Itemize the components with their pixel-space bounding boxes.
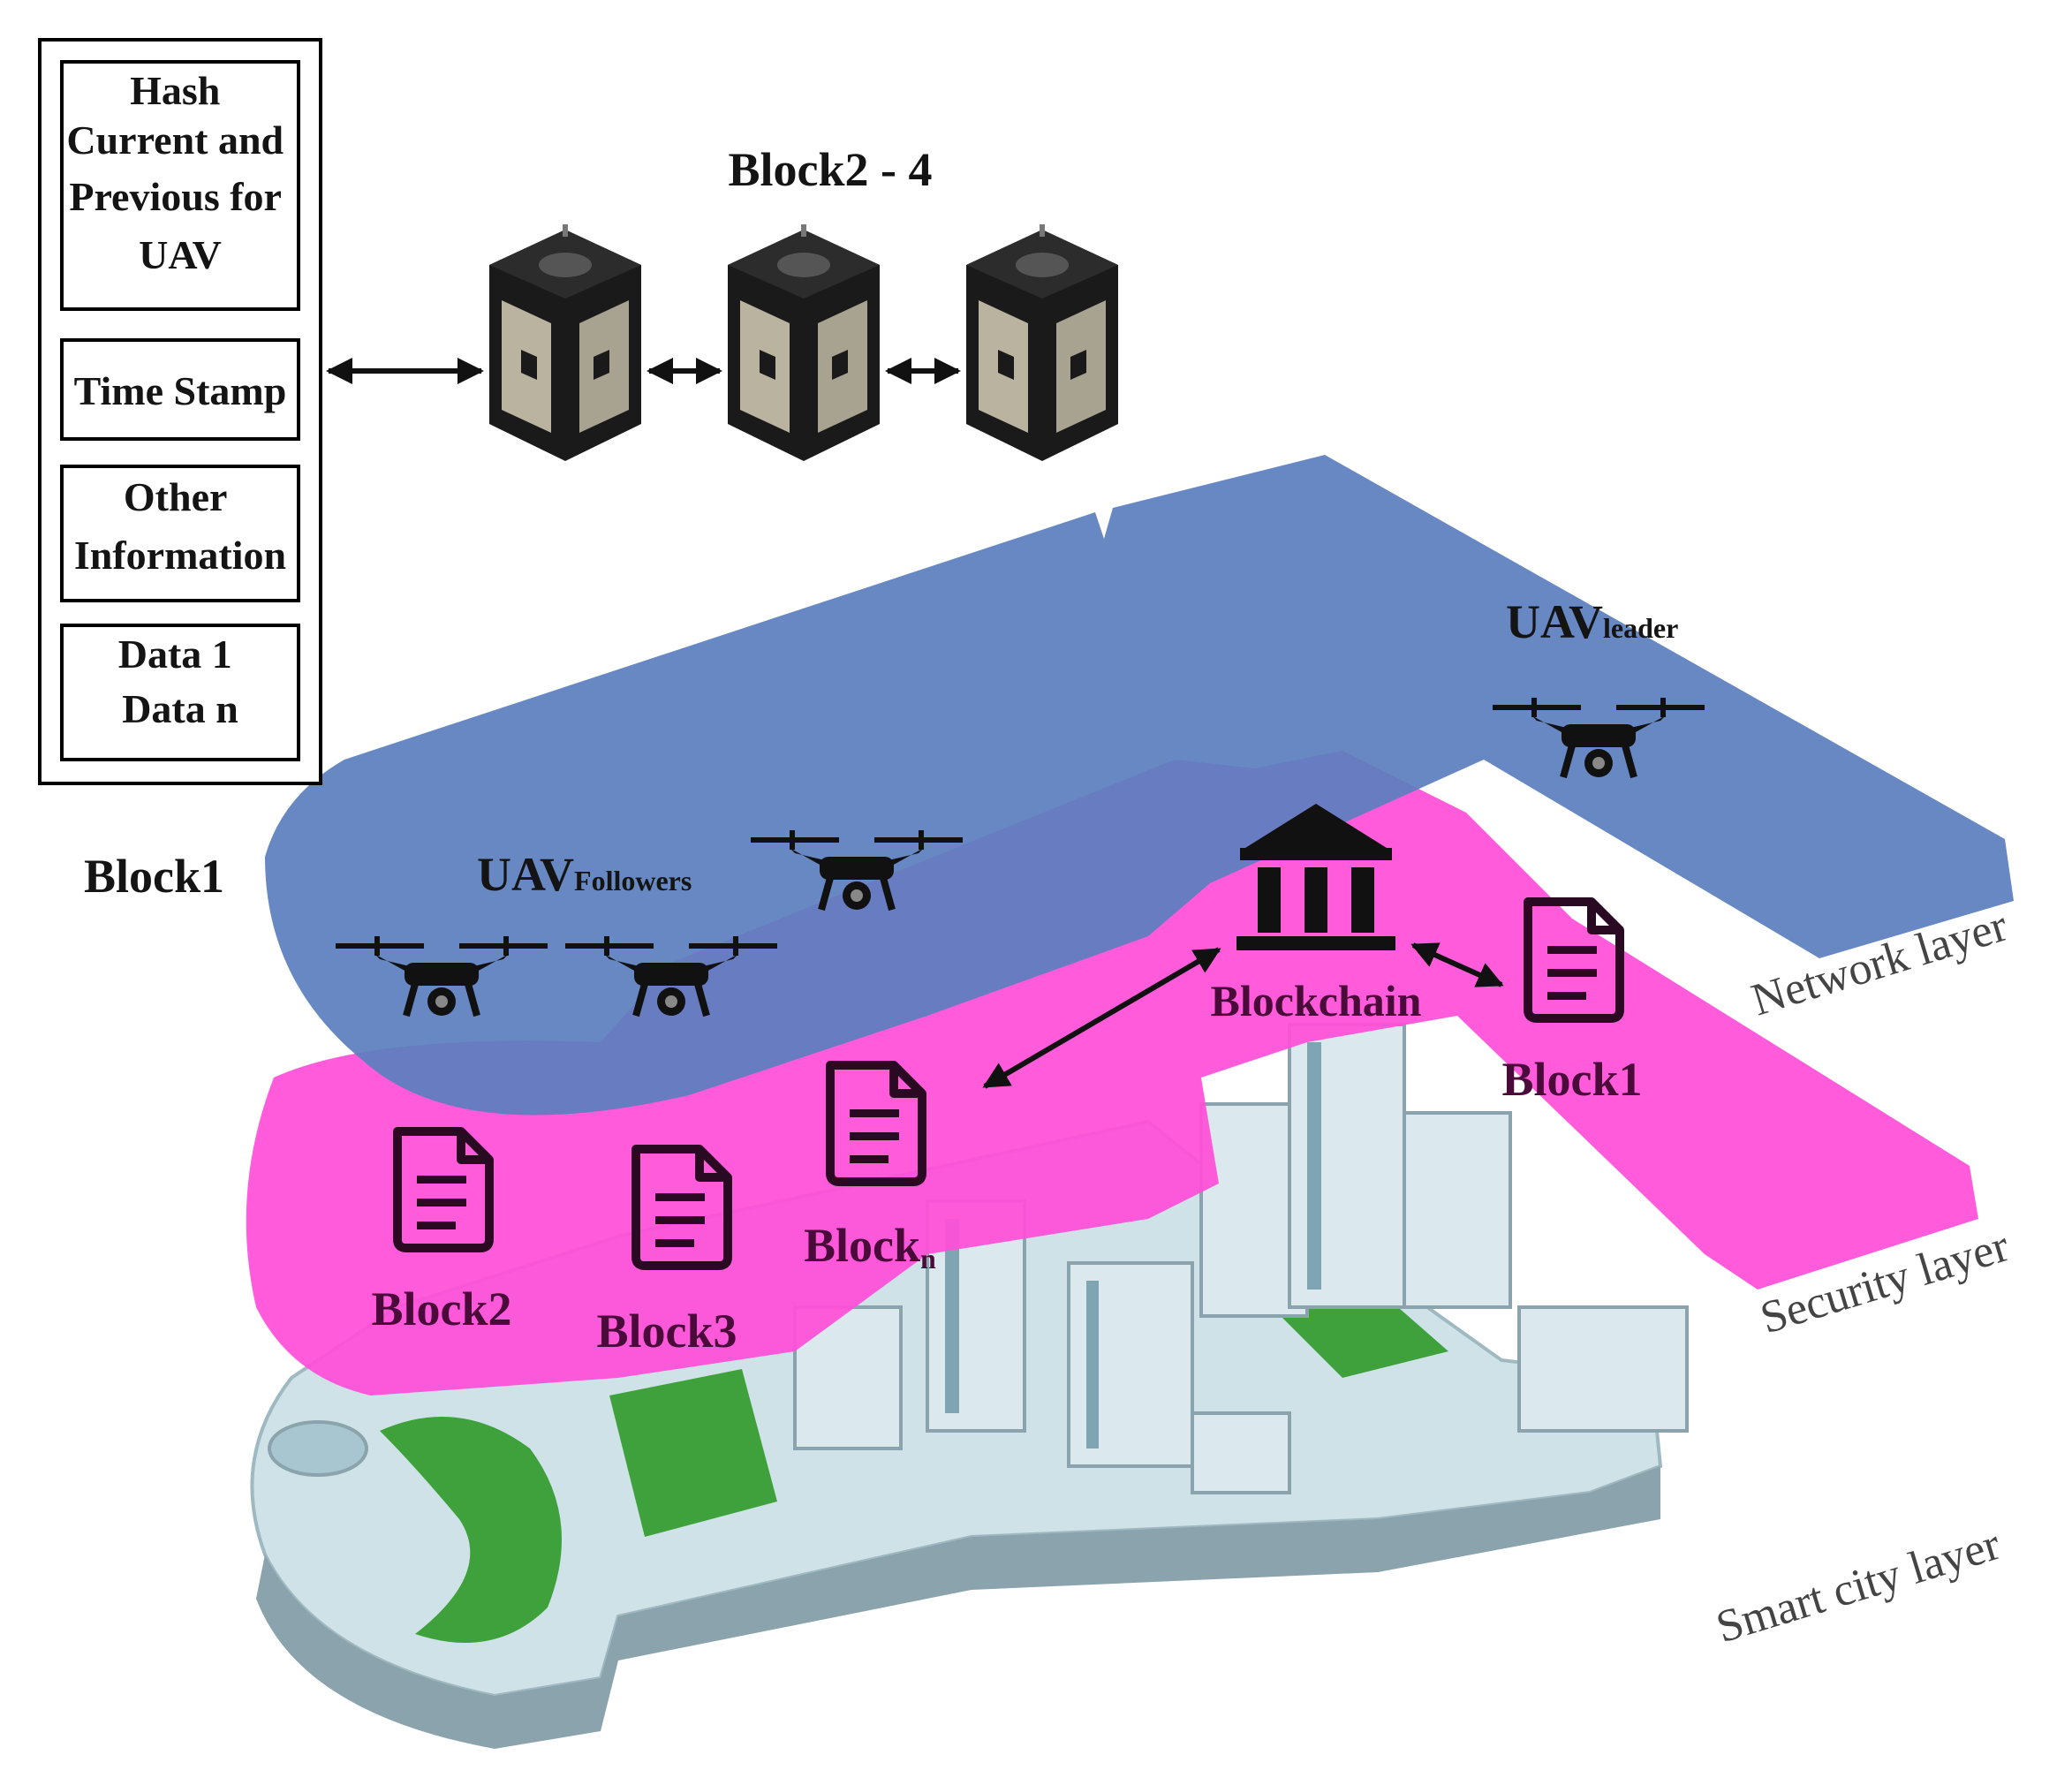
- uav-leader-main: UAV: [1506, 595, 1603, 648]
- hash-line-1: Hash: [130, 68, 220, 113]
- blockchain-label: Blockchain: [1211, 976, 1422, 1025]
- data-field: [60, 624, 300, 761]
- uav-followers-sub: Followers: [574, 865, 692, 896]
- network-layer-plane: [265, 455, 2014, 1116]
- other-info-field: [60, 465, 300, 602]
- bank-icon: [1236, 804, 1395, 950]
- blockn-label: Blockn: [804, 1219, 936, 1275]
- uav-leader-label: UAVleader: [1506, 595, 1678, 648]
- hash-field: [60, 60, 300, 311]
- other-line-2: Information: [74, 533, 286, 578]
- timestamp-label: Time Stamp: [74, 368, 287, 413]
- svg-text:Other Information: Other Information: [74, 474, 286, 578]
- svg-text:Data 1 Data n: Data 1 Data n: [118, 632, 243, 731]
- smart-city-layer-label: Smart city layer: [1711, 1519, 2006, 1653]
- block-structure-box: Hash Current and Previous for UAV Time S…: [38, 38, 322, 785]
- other-line-1: Other: [124, 474, 227, 519]
- server-block-icon: [728, 224, 880, 461]
- block3-label: Block3: [596, 1305, 737, 1358]
- hash-line-2: Current and: [66, 117, 284, 163]
- svg-text:Hash Current and P: Hash Current and Previous for UAV: [66, 68, 293, 277]
- uav-leader-sub: leader: [1603, 612, 1678, 644]
- arrow-blockchain-to-blockn: [982, 947, 1221, 1089]
- block2-label: Block2: [371, 1282, 511, 1335]
- blockn-main: Block: [804, 1219, 920, 1272]
- server-block-icon: [966, 224, 1118, 461]
- block1-left-label: Block1: [84, 850, 224, 903]
- arrow-blockchain-to-block1: [1410, 942, 1504, 987]
- timestamp-field: [60, 338, 300, 441]
- hash-line-3: Previous for: [69, 174, 281, 219]
- uav-followers-main: UAV: [477, 848, 574, 901]
- data-line-2: Data n: [122, 686, 238, 731]
- block1-right-label: Block1: [1501, 1053, 1642, 1106]
- chain-title: Block2 - 4: [728, 143, 932, 196]
- data-line-1: Data 1: [118, 632, 232, 677]
- hash-line-4: UAV: [139, 232, 222, 277]
- server-block-icon: [489, 224, 641, 461]
- blockn-sub: n: [920, 1243, 936, 1275]
- uav-followers-label: UAVFollowers: [477, 848, 692, 901]
